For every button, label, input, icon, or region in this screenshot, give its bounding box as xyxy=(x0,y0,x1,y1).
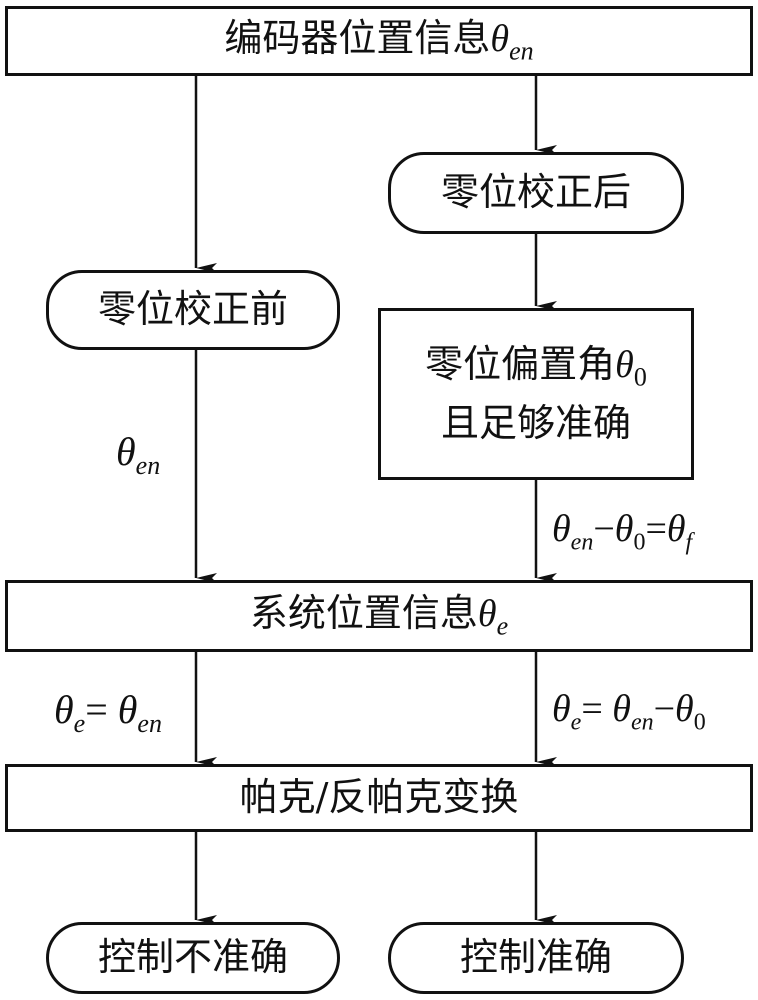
zero-offset-angle-box: 零位偏置角θ0 且足够准确 xyxy=(378,308,694,480)
park-transform-box: 帕克/反帕克变换 xyxy=(5,764,753,832)
park-transform-label: 帕克/反帕克变换 xyxy=(239,775,519,820)
control-accurate-label: 控制准确 xyxy=(459,935,612,980)
zero-offset-line1: 零位偏置角θ0 xyxy=(425,341,647,392)
system-position-box: 系统位置信息θe xyxy=(5,580,753,652)
before-calibration-node: 零位校正前 xyxy=(46,270,340,350)
encoder-position-box: 编码器位置信息θen xyxy=(5,6,753,76)
label-theta-e-equals-en: θe= θen xyxy=(54,687,162,738)
after-calibration-label: 零位校正后 xyxy=(440,170,631,215)
label-theta-en-left: θen xyxy=(116,429,161,480)
control-inaccurate-label: 控制不准确 xyxy=(97,935,288,980)
control-inaccurate-node: 控制不准确 xyxy=(46,922,340,994)
label-theta-f-equation: θen−θ0=θf xyxy=(552,508,693,556)
control-accurate-node: 控制准确 xyxy=(388,922,684,994)
zero-offset-line2: 且足够准确 xyxy=(440,401,631,446)
encoder-position-text: 编码器位置信息θen xyxy=(224,15,534,66)
after-calibration-node: 零位校正后 xyxy=(388,152,684,234)
label-theta-e-equals-en-minus-0: θe= θen−θ0 xyxy=(552,688,706,736)
system-position-text: 系统位置信息θe xyxy=(249,590,509,641)
before-calibration-label: 零位校正前 xyxy=(97,287,288,332)
